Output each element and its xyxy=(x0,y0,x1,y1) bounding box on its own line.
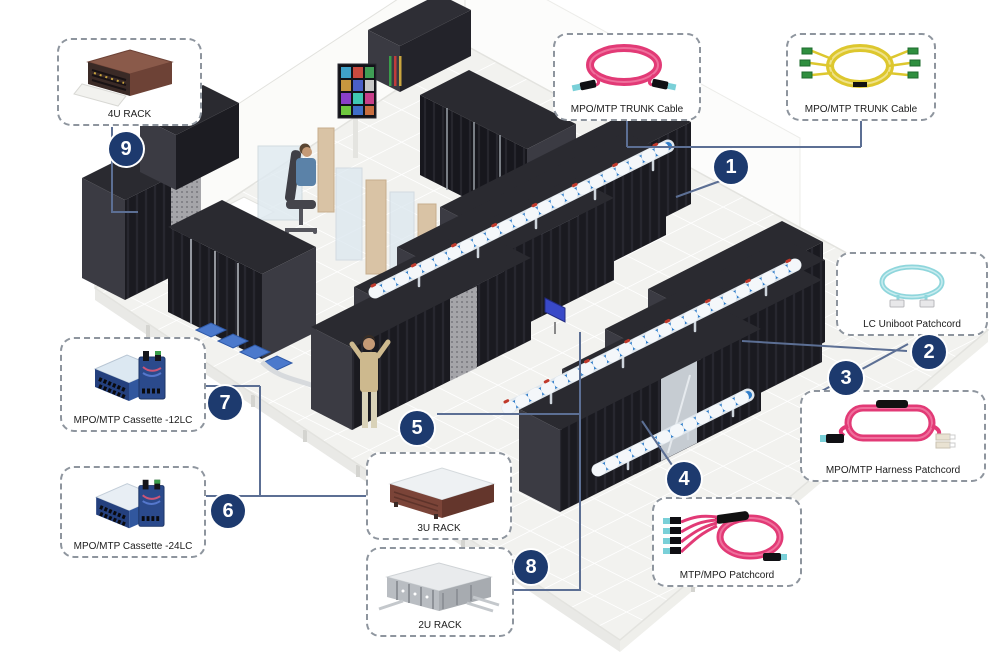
badge-4: 4 xyxy=(667,462,701,496)
callout-label: MPO/MTP Cassette -12LC xyxy=(73,415,193,426)
yellow-trunk-cable-image xyxy=(799,44,921,88)
leader-lines xyxy=(111,121,909,591)
callout-label: MPO/MTP Harness Patchcord xyxy=(825,465,961,476)
callout-mpo-mtp-cassette-12lc: MPO/MTP Cassette -12LC xyxy=(60,337,206,432)
callout-mpo-mtp-trunk-cable-pink: MPO/MTP TRUNK Cable xyxy=(553,33,701,121)
badge-2: 2 xyxy=(912,335,946,369)
callout-label: 2U RACK xyxy=(418,620,462,631)
3u-rack-image xyxy=(388,467,496,519)
badge-3: 3 xyxy=(829,361,863,395)
office-rack-row xyxy=(168,200,316,359)
server-rack-rows-left xyxy=(311,101,691,430)
cable-trays xyxy=(368,138,802,477)
callout-label: 3U RACK xyxy=(417,523,461,534)
cable-tray xyxy=(591,388,755,477)
harness-patchcord-image xyxy=(820,400,956,449)
video-wall xyxy=(337,63,377,158)
technician-figure xyxy=(349,335,391,428)
cable-tray xyxy=(501,257,802,415)
callout-label: MPO/MTP TRUNK Cable xyxy=(570,104,684,115)
callout-2u-rack: 2U RACK xyxy=(366,547,514,637)
mpo-cassette-image xyxy=(93,351,166,401)
mpo-cassette-image xyxy=(94,479,165,529)
callout-mpo-mtp-cassette-24lc: MPO/MTP Cassette -24LC xyxy=(60,466,206,558)
lc-uniboot-patchcord-image xyxy=(879,264,945,308)
callout-label: 4U RACK xyxy=(107,109,152,120)
callout-label: MPO/MTP Cassette -24LC xyxy=(73,541,193,552)
mtp-mpo-patchcord-image xyxy=(663,511,787,561)
badge-8: 8 xyxy=(514,550,548,584)
badge-5: 5 xyxy=(400,411,434,445)
aisle-monitor xyxy=(544,297,566,334)
callout-3u-rack: 3U RACK xyxy=(366,452,512,540)
office-operator xyxy=(284,143,317,234)
2u-rack-image xyxy=(378,562,500,613)
callout-label: MTP/MPO Patchcord xyxy=(679,570,775,581)
callout-label: MPO/MTP TRUNK Cable xyxy=(804,104,918,115)
badge-7: 7 xyxy=(208,386,242,420)
server-rack-rows-right xyxy=(519,221,825,512)
callout-mpo-mtp-trunk-cable-yellow: MPO/MTP TRUNK Cable xyxy=(786,33,936,121)
cable-tray xyxy=(368,138,675,299)
badge-1: 1 xyxy=(714,150,748,184)
callout-label: LC Uniboot Patchcord xyxy=(863,319,961,330)
callout-mtp-mpo-patchcord: MTP/MPO Patchcord xyxy=(652,497,802,587)
badge-9: 9 xyxy=(109,132,143,166)
4u-rack-image xyxy=(72,49,174,107)
pink-trunk-cable-image xyxy=(571,44,677,92)
callout-lc-uniboot-patchcord: LC Uniboot Patchcord xyxy=(836,252,988,336)
callout-4u-rack: 4U RACK xyxy=(57,38,202,126)
callout-mpo-mtp-harness-patchcord: MPO/MTP Harness Patchcord xyxy=(800,390,986,482)
badge-6: 6 xyxy=(211,494,245,528)
